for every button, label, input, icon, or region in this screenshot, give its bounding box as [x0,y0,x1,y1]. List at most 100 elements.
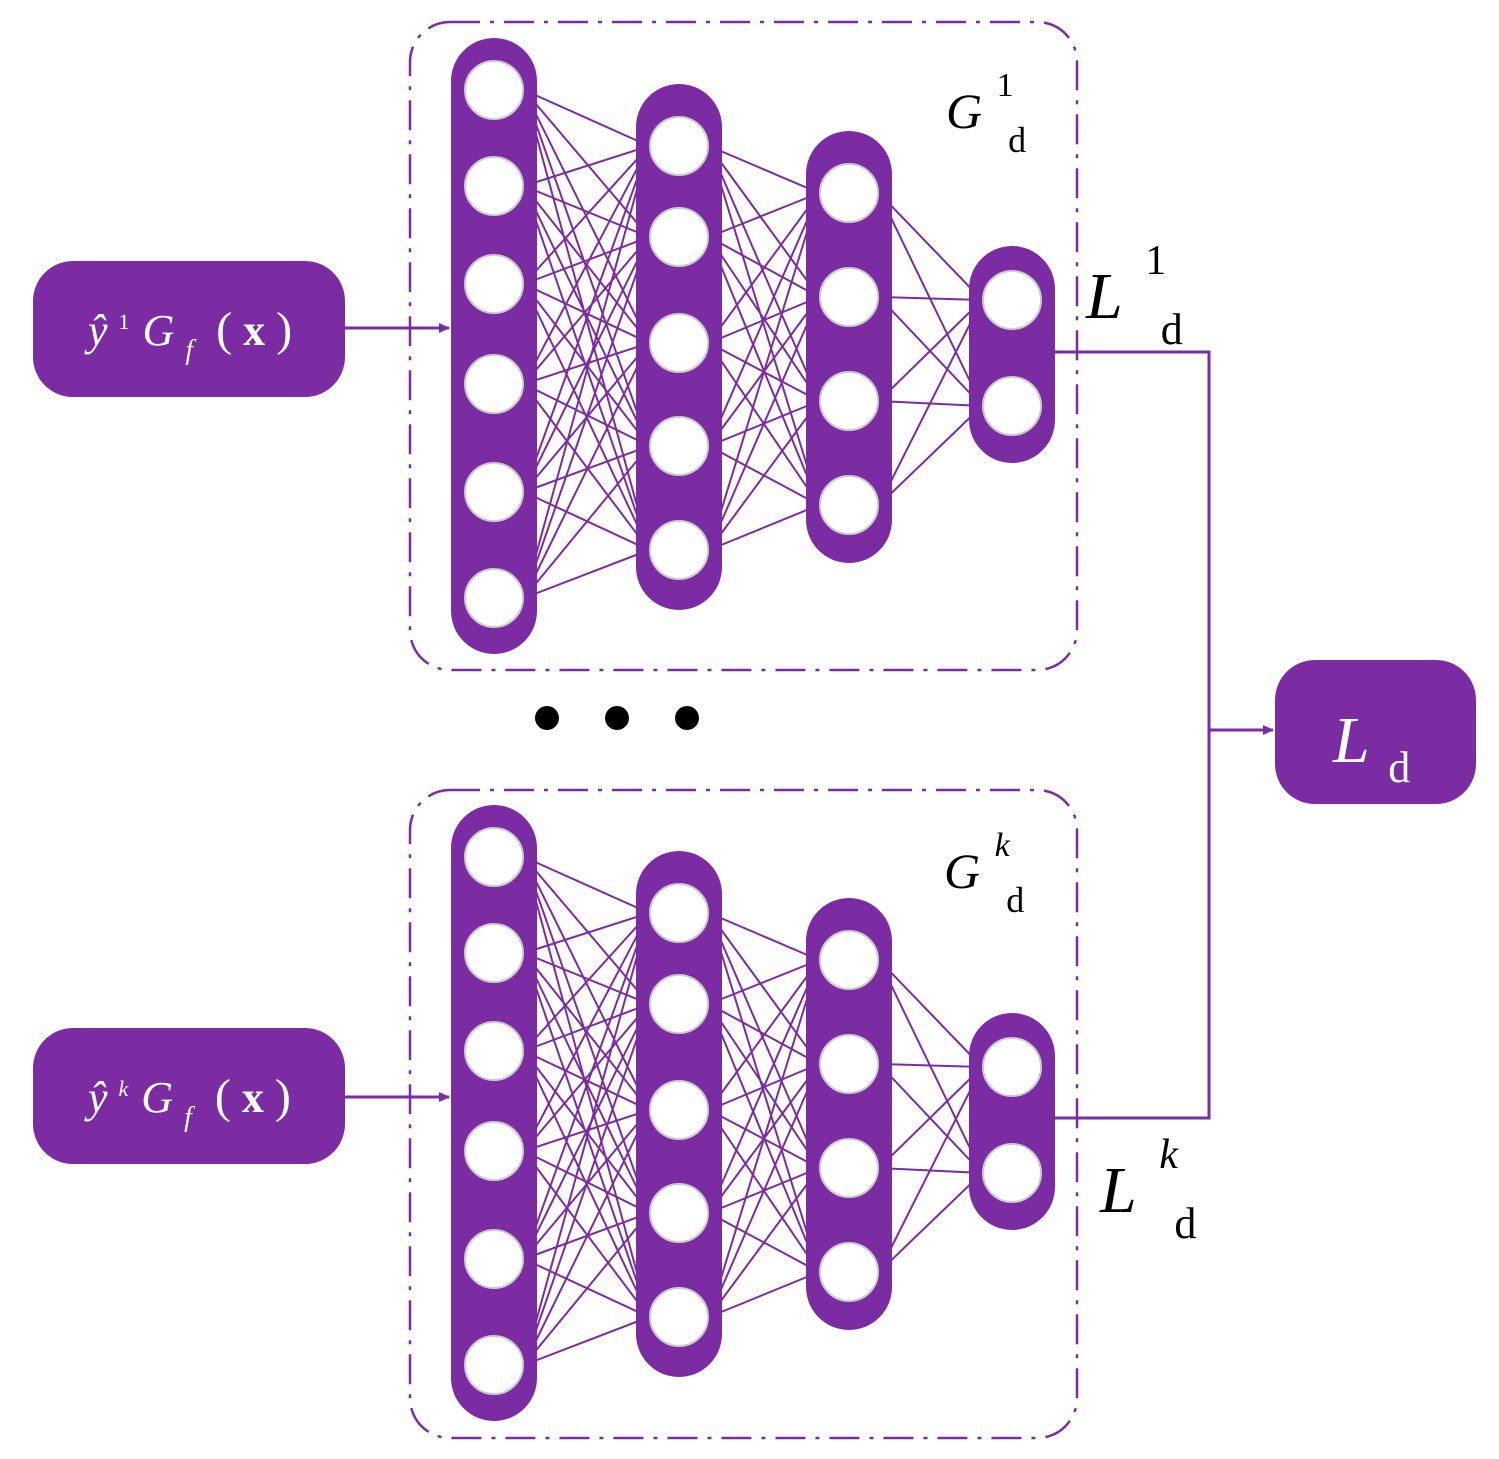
ellipsis [535,706,699,730]
neuron-node [819,930,879,990]
neuron-node [649,520,709,580]
connection-line [523,185,650,551]
neuron-node [819,1034,879,1094]
neuron-node [649,974,709,1034]
neuron-node [649,416,709,476]
connection-line [708,959,820,1214]
network-1-connections [523,89,983,599]
connection-line [523,856,650,1111]
input-box-1-bg [33,261,345,397]
connection-line [708,912,820,1065]
connection-line [878,296,983,301]
network-k-layer-3 [806,898,892,1330]
neuron-node [464,156,524,216]
input-box-1: ŷ 1 G f ( x ) [33,261,345,397]
connection-line [523,236,650,493]
connection-line [708,192,820,447]
connection-line [708,296,820,551]
neuron-node [649,313,709,373]
loss-k-connector [1055,730,1211,1120]
connection-line [523,145,650,285]
connection-line [523,185,650,238]
network-k-layer-1 [451,805,537,1421]
network-k-nodes [464,827,1042,1395]
input-box-k-bg [33,1028,345,1164]
connection-line [523,89,650,147]
connection-line [523,145,650,187]
ellipsis-dot [605,706,629,730]
neuron-node [464,1229,524,1289]
connection-line [708,145,820,402]
network-k-loss-label: L k d [1099,1110,1196,1248]
connection-line [523,1316,650,1366]
connection-line [523,912,650,1052]
connection-line [878,959,983,1068]
connection-line [878,1172,983,1273]
connection-line [523,912,650,954]
connection-line [523,1003,650,1152]
neuron-node [464,254,524,314]
connection-line [708,959,820,1005]
connection-line [523,549,650,599]
neuron-node [464,827,524,887]
connection-line [523,89,650,238]
neuron-node [464,1335,524,1395]
neuron-node [649,1080,709,1140]
neuron-node [649,1287,709,1347]
output-box: L d [1275,660,1476,804]
input-box-1-label: ŷ 1 G f ( x ) [84,290,292,369]
connection-line [708,145,820,506]
connection-line [523,1003,650,1052]
network-1-nodes [464,60,1042,628]
connection-line [523,1050,650,1111]
connection-line [708,1167,820,1318]
connection-line [708,192,820,238]
network-1-dashed-border [408,20,1079,672]
connection-line [523,1109,650,1366]
connection-line [708,912,820,1273]
neuron-node [982,270,1042,330]
connection-line [523,283,650,344]
connection-line [523,912,650,1152]
discriminator-network-k: G k d L k d [408,788,1196,1440]
neuron-node [464,462,524,522]
connection-line [708,1271,820,1318]
neuron-node [819,1138,879,1198]
neuron-node [982,1143,1042,1203]
connection-line [708,192,820,344]
neuron-node [464,60,524,120]
connection-line [878,192,983,301]
connection-line [523,185,650,447]
input-box-k-label: ŷ k G f ( x ) [84,1057,291,1136]
discriminator-network-1: G 1 d L 1 d [408,20,1183,672]
connection-line [708,145,820,194]
connection-line [523,1003,650,1260]
connection-line [523,445,650,599]
connection-line [523,952,650,1214]
connection-line [708,192,820,551]
connection-line [878,299,983,506]
connection-line [523,856,650,1005]
ellipsis-dot [675,706,699,730]
connection-line [523,912,650,1260]
network-k-dashed-border [408,788,1079,1440]
connection-line [523,236,650,599]
neuron-node [819,371,879,431]
output-box-label: L d [1332,704,1410,792]
connection-line [523,1212,650,1366]
connection-line [708,959,820,1318]
connection-line [523,383,650,551]
connection-line [523,145,650,385]
connection-line [523,145,650,493]
neuron-node [649,883,709,943]
neuron-node [819,267,879,327]
connection-line [708,504,820,551]
connection-line [523,912,650,1366]
connection-line [523,236,650,385]
connection-line [523,856,650,914]
connection-line [523,952,650,1318]
connection-line [708,959,820,1111]
output-box-bg [1275,660,1476,804]
connection-line [708,1063,820,1318]
